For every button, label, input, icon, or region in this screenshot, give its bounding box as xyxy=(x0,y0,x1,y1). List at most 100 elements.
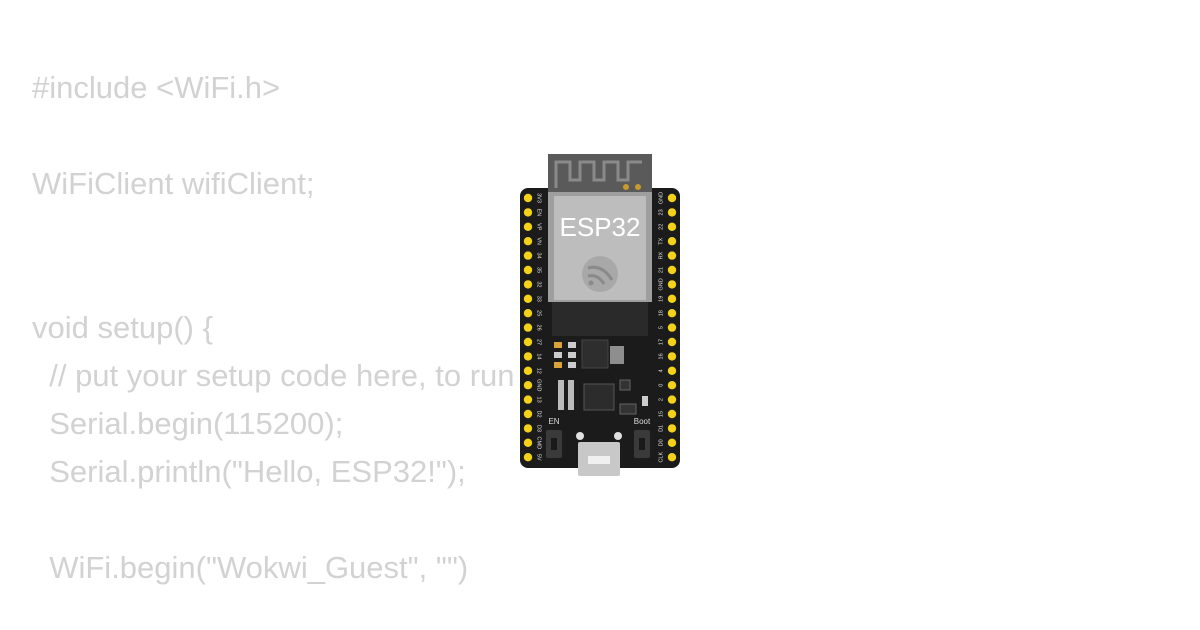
pin-label: 34 xyxy=(536,253,542,259)
pin-label: 5V xyxy=(536,454,542,461)
header-pin[interactable] xyxy=(667,309,677,318)
boot-button-cap xyxy=(639,438,645,450)
pin-label: CLK xyxy=(658,452,664,463)
led-component xyxy=(554,362,562,368)
esp32-board-graphic: ESP32 EN Boot xyxy=(520,154,680,476)
header-pin[interactable] xyxy=(667,294,677,303)
pin-label: 23 xyxy=(658,209,664,215)
header-pin[interactable] xyxy=(667,337,677,347)
boot-label: Boot xyxy=(634,417,651,426)
antenna-pad xyxy=(635,184,641,190)
code-line: WiFi.begin("Wokwi_Guest", "") xyxy=(32,550,469,585)
en-label: EN xyxy=(548,417,559,426)
resistor-array xyxy=(568,380,574,410)
pin-label: 18 xyxy=(658,310,664,316)
pin-label: 25 xyxy=(536,310,542,316)
header-pin[interactable] xyxy=(667,438,677,447)
header-pin[interactable] xyxy=(523,251,533,260)
header-pin[interactable] xyxy=(523,395,533,404)
pin-label: 3V3 xyxy=(536,193,542,203)
en-button-cap xyxy=(551,438,557,450)
pin-label: 15 xyxy=(658,411,664,417)
code-line: WiFiClient wifiClient; xyxy=(32,166,315,201)
header-pin[interactable] xyxy=(523,265,533,275)
antenna-pad xyxy=(623,184,629,190)
header-pin[interactable] xyxy=(667,453,677,462)
pin-label: VP xyxy=(536,223,542,231)
pin-label: 17 xyxy=(658,339,664,345)
header-pin[interactable] xyxy=(523,352,533,361)
header-pin[interactable] xyxy=(523,208,533,217)
pin-label: GND xyxy=(658,192,664,204)
usb-opening xyxy=(588,456,610,464)
header-pin[interactable] xyxy=(523,280,533,289)
smd-component xyxy=(568,362,576,368)
header-pin[interactable] xyxy=(523,453,533,462)
header-pin[interactable] xyxy=(667,280,677,289)
header-pin[interactable] xyxy=(523,381,533,390)
usb-mount-hole xyxy=(576,432,584,440)
pin-label: CMD xyxy=(536,437,542,450)
resistor-array xyxy=(558,380,564,410)
espressif-logo-icon xyxy=(582,256,618,292)
header-pin[interactable] xyxy=(523,193,533,203)
header-pin[interactable] xyxy=(523,366,533,375)
pin-label: GND xyxy=(536,379,542,391)
pin-label: 22 xyxy=(658,224,664,230)
code-line: Serial.begin(115200); xyxy=(32,406,344,441)
header-pin[interactable] xyxy=(667,409,677,419)
code-line xyxy=(32,496,632,544)
capacitor xyxy=(610,346,624,364)
header-pin[interactable] xyxy=(523,424,533,433)
pin-label: 27 xyxy=(536,339,542,345)
pin-label: RX xyxy=(658,251,664,259)
esp32-devkit-board: ESP32 EN Boot xyxy=(518,152,682,478)
header-pin[interactable] xyxy=(667,251,677,260)
header-pin[interactable] xyxy=(523,323,533,332)
pin-label: 19 xyxy=(658,296,664,302)
header-pin[interactable] xyxy=(523,222,533,231)
smd-component xyxy=(568,342,576,348)
code-line: void setup() { xyxy=(32,310,213,345)
header-pin[interactable] xyxy=(667,265,677,275)
header-pin[interactable] xyxy=(667,381,677,390)
pin-label: D2 xyxy=(536,410,542,417)
pin-label: D1 xyxy=(658,425,664,432)
pin-label: 4 xyxy=(658,369,664,372)
pin-label: 12 xyxy=(536,368,542,374)
header-pin[interactable] xyxy=(523,409,533,419)
header-pin[interactable] xyxy=(667,395,677,404)
pin-label: 32 xyxy=(536,281,542,287)
smd-component xyxy=(619,379,631,391)
header-pin[interactable] xyxy=(667,193,677,203)
pin-label: 13 xyxy=(536,397,542,403)
pin-label: EN xyxy=(536,209,542,217)
smd-component xyxy=(642,396,648,406)
code-line: #include <WiFi.h> xyxy=(32,70,281,105)
header-pin[interactable] xyxy=(667,323,677,332)
pin-label: D0 xyxy=(658,439,664,446)
header-pin[interactable] xyxy=(667,366,677,375)
code-editor-text: #include <WiFi.h> WiFiClient wifiClient; v… xyxy=(32,64,632,592)
pin-label: 2 xyxy=(658,398,664,401)
pin-label: 16 xyxy=(658,353,664,359)
module-label: ESP32 xyxy=(560,212,641,242)
pin-label: 26 xyxy=(536,325,542,331)
header-pin[interactable] xyxy=(523,438,533,447)
antenna-trace xyxy=(554,160,642,188)
code-line: Serial.println("Hello, ESP32!"); xyxy=(32,454,466,489)
header-pin[interactable] xyxy=(523,237,533,246)
header-pin[interactable] xyxy=(523,337,533,347)
pin-label: D3 xyxy=(536,425,542,432)
pin-label: 21 xyxy=(658,267,664,273)
header-pin[interactable] xyxy=(667,352,677,361)
header-pin[interactable] xyxy=(667,424,677,433)
regulator xyxy=(581,339,609,369)
header-pin[interactable] xyxy=(523,294,533,303)
smd-component xyxy=(619,403,637,415)
pin-label: TX xyxy=(658,237,664,244)
header-pin[interactable] xyxy=(523,309,533,318)
header-pin[interactable] xyxy=(667,237,677,246)
header-pin[interactable] xyxy=(667,208,677,217)
header-pin[interactable] xyxy=(667,222,677,231)
